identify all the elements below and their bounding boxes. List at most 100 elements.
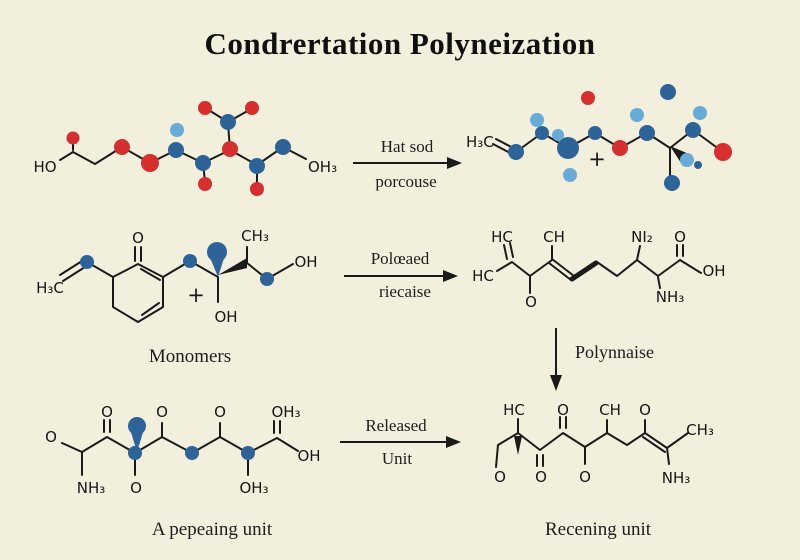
arrow-label-bottom: Unit [382,449,413,468]
atom-dot-lightblue [630,108,644,122]
bonds [496,242,702,294]
atom-dot-lightblue [693,106,707,120]
atom-dot-blue [557,137,579,159]
page-title: Condrertation Polyneization [205,26,596,61]
row2-arrow: Polœaed riecaise [344,249,458,301]
atom-dot-blue [168,142,184,158]
atom-dot-red [198,101,212,115]
bonds [59,108,307,187]
label-o: O [535,468,547,486]
atom-dot-blue [183,254,197,268]
atom-dot-blue [241,446,255,460]
arrow-head-icon [446,436,461,448]
label-hc: HC [491,228,513,246]
bonds [495,416,689,468]
row1-arrow: Hat sod porcouse [353,137,462,191]
label-ch3: CH₃ [241,227,269,245]
atom-dot-blue [588,126,602,140]
label-oh: OH [297,447,320,465]
label-o: O [557,401,569,419]
atom-dot-lightblue [680,153,694,167]
row1-product-right: H₃C + [466,84,732,191]
atom-dot-blue [685,122,701,138]
label-o: O [101,403,113,421]
label-ch3: CH₃ [686,421,714,439]
atom-dot-blue [128,417,146,435]
label-hc: HC [472,267,494,285]
label-o: O [639,401,651,419]
plus-sign: + [187,283,205,307]
label-o: O [579,468,591,486]
atom-dot-blue [80,255,94,269]
plus-sign: + [588,147,606,171]
row2-product-right: HC HC CH NI₂ O O NH₃ OH [472,228,725,311]
atom-dot-blue [195,155,211,171]
label-ch: CH [543,228,565,246]
atom-dot-red [66,131,80,145]
arrow-head-icon [447,157,462,169]
arrow-label-top: Hat sod [381,137,434,156]
label-h3c: H₃C [466,133,494,151]
label-oh3: OH₃ [239,479,268,497]
atom-dot-blue [207,242,227,262]
label-h3c: H₃C [36,279,64,297]
atom-dot-blue [664,175,680,191]
row1-monomer-left: HO OH₃ [33,101,337,196]
down-arrow-label: Polynnaise [575,342,654,362]
atom-dot-red [581,91,595,105]
label-o: O [45,428,57,446]
arrow-label-bottom: porcouse [375,172,436,191]
label-ho: HO [33,158,56,176]
bonds [61,419,299,476]
arrow-label-top: Polœaed [371,249,430,268]
atom-dot-red [141,154,159,172]
atom-dot-red [198,177,212,191]
atom-dot-blue [185,446,199,460]
label-oh: OH [214,308,237,326]
label-ni2: NI₂ [631,228,653,246]
atom-dot-lightblue [552,129,564,141]
bonds [59,246,294,323]
label-ch: CH [599,401,621,419]
label-oh: OH [702,262,725,280]
label-oh: OH [294,253,317,271]
label-oh3: OH₃ [308,158,337,176]
label-o: O [525,293,537,311]
atom-dot-red [114,139,130,155]
label-o: O [494,468,506,486]
stereo-wedge [218,258,247,275]
atom-dot-red [222,141,238,157]
bonds [492,129,724,178]
bold-wedge [569,260,599,282]
label-o: O [130,479,142,497]
label-nh3: NH₃ [662,469,691,487]
label-o: O [674,228,686,246]
atom-dot-lightblue [170,123,184,137]
atom-dot-blue [128,446,142,460]
row3-repeating-unit-left: O NH₃ O O O O OH₃ OH₃ OH A pepeaing unit [45,403,320,540]
arrow-head-icon [443,270,458,282]
arrow-label-bottom: riecaise [379,282,431,301]
atom-dot-blue [535,126,549,140]
atom-dot-blue [220,114,236,130]
label-o: O [132,229,144,247]
caption-repeating-unit: A pepeaing unit [152,519,273,540]
atom-dot-red [714,143,732,161]
label-hc: HC [503,401,525,419]
label-nh3: NH₃ [656,288,685,306]
stereo-wedge [514,436,522,455]
atom-dot-blue [249,158,265,174]
label-o: O [156,403,168,421]
row2-monomers-left: H₃C O CH₃ OH OH + Monomers [36,227,317,367]
atom-dot-lightblue [530,113,544,127]
atom-dot-blue [275,139,291,155]
atom-dot-blue [639,125,655,141]
arrow-label-top: Released [365,416,427,435]
atom-dot-red [245,101,259,115]
atom-dot-lightblue [563,168,577,182]
label-nh3: NH₃ [77,479,106,497]
row3-arrow: Released Unit [340,416,461,468]
atom-dot-red [612,140,628,156]
